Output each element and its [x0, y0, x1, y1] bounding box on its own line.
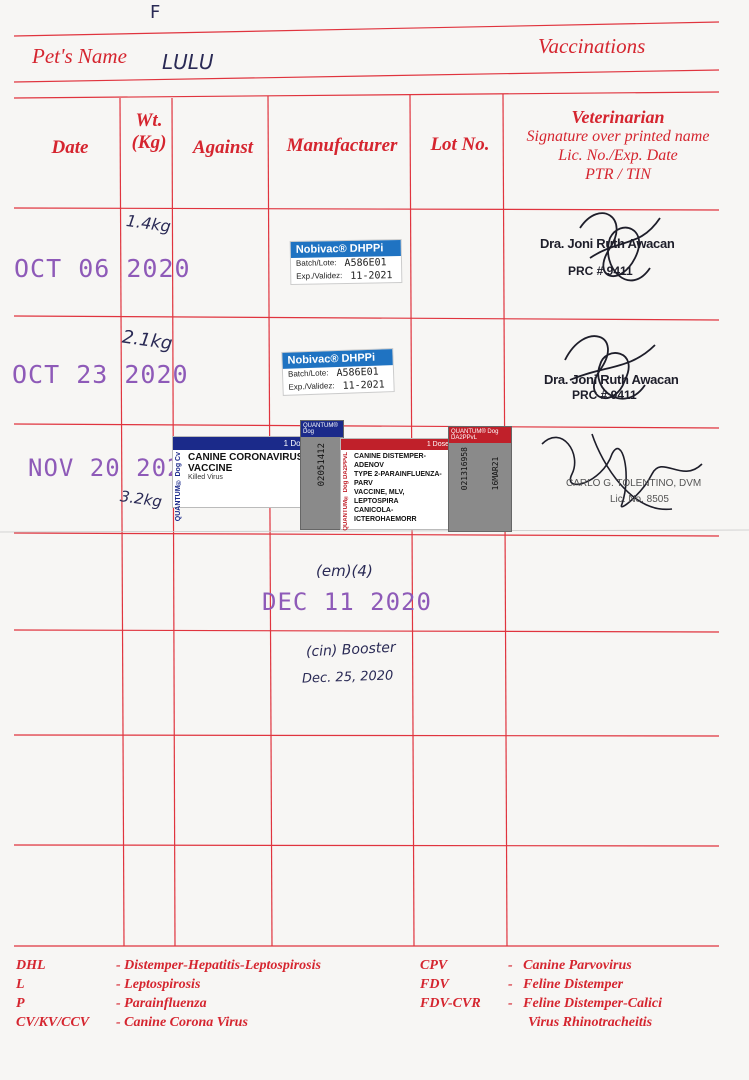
row-3-quantum-sticker-red: QUANTUM® Dog DA2PPvL 021316958 16MAR21: [448, 426, 512, 532]
row-3-vet-name: CARLO G. TOLENTINO, DVM: [566, 478, 702, 489]
row-1-sticker-brand: Nobivac® DHPPi: [290, 240, 401, 258]
column-header-date: Date: [51, 137, 89, 158]
row-3-distemper-sticker: 1 Dose QUANTUM® Dog DA2PPvL CANINE DISTE…: [340, 438, 454, 531]
row-3-signature: [541, 433, 703, 510]
legend-desc-rhino: Virus Rhinotracheitis: [528, 1015, 653, 1030]
pets-name-label: Pet's Name: [32, 44, 127, 68]
note-em-4: (em)(4): [316, 562, 373, 580]
legend-code-cpv: CPV: [420, 958, 448, 973]
section-title: Vaccinations: [538, 34, 646, 58]
column-header-veterinarian: Veterinarian Signature over printed name…: [526, 107, 710, 184]
row-3-date-stamp: NOV 20 2020: [28, 454, 198, 482]
column-header-weight: Wt.(Kg): [131, 110, 167, 153]
legend-desc-p: - Parainfluenza: [116, 996, 207, 1011]
legend-code-fdv: FDV: [420, 977, 449, 992]
legend-code-l: L: [16, 977, 25, 992]
legend-code-fdv-cvr: FDV-CVR: [420, 996, 481, 1011]
row-1-date-stamp: OCT 06 2020: [14, 254, 191, 283]
row-1-vet-license: PRC # 9411: [568, 264, 633, 278]
row-1-vet-name: Dra. Joni Ruth Awacan: [540, 236, 675, 251]
legend-desc-cv: - Canine Corona Virus: [116, 1015, 248, 1030]
row-2-vet-name: Dra. Joni Ruth Awacan: [544, 372, 679, 387]
legend-desc-fdv-cvr: - Feline Distemper-Calici: [508, 996, 662, 1011]
column-header-against: Against: [192, 137, 254, 158]
legend-code-cv: CV/KV/CCV: [16, 1015, 90, 1030]
row-3-vet-license: Lic. No. 8505: [610, 494, 669, 505]
legend-desc-cpv: - Canine Parvovirus: [508, 958, 632, 973]
note-date-stamp: DEC 11 2020: [262, 588, 432, 616]
row-2-vet-license: PRC # 9411: [572, 388, 637, 402]
corner-marker: F: [150, 2, 161, 23]
row-3-quantum-sticker-gray: QUANTUM® Dog 02051412: [300, 420, 344, 530]
note-booster-date: Dec. 25, 2020: [301, 668, 394, 687]
row-2-vaccine-sticker: Nobivac® DHPPi Batch/Lote:A586E01 Exp./V…: [281, 348, 395, 396]
pets-name-value: LULU: [162, 50, 214, 74]
legend-desc-dhl: - Distemper-Hepatitis-Leptospirosis: [116, 958, 321, 973]
column-header-lot: Lot No.: [430, 134, 490, 155]
legend-desc-l: - Leptospirosis: [116, 977, 201, 992]
row-1-vaccine-sticker: Nobivac® DHPPi Batch/Lote:A586E01 Exp./V…: [289, 239, 403, 285]
column-header-manufacturer: Manufacturer: [286, 135, 398, 156]
legend-desc-fdv: - Feline Distemper: [508, 977, 624, 992]
row-2-signature: [564, 335, 656, 400]
row-2-date-stamp: OCT 23 2020: [12, 360, 189, 389]
legend-code-dhl: DHL: [16, 958, 46, 973]
legend-code-p: P: [16, 996, 25, 1011]
row-1-signature: [579, 212, 661, 282]
